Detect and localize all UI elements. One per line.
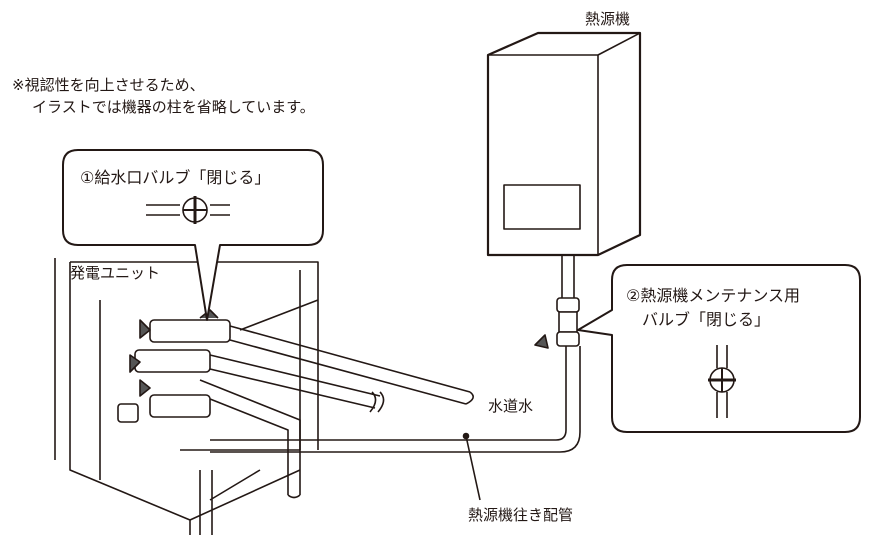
callout-1-bubble (62, 149, 324, 321)
callout-2-bubble (577, 264, 861, 433)
pipe-leader-line (465, 435, 481, 501)
heat-source-unit (486, 31, 642, 257)
note-line-2: イラストでは機器の柱を省略しています。 (32, 98, 315, 116)
pipe-label: 熱源機往き配管 (468, 506, 574, 524)
closed-valve-symbol-horizontal (146, 196, 230, 224)
unit-label: 発電ユニット (70, 264, 161, 282)
water-label: 水道水 (488, 397, 534, 415)
closed-valve-symbol-vertical (708, 345, 736, 418)
power-generation-unit (54, 258, 319, 535)
callout-2-line-1: ②熱源機メンテナンス用 (626, 286, 801, 305)
pipe-leader-dot (462, 432, 470, 440)
callout-1-label: ①給水口バルブ「閉じる」 (80, 168, 271, 187)
heater-pipes (210, 255, 581, 453)
callout-2-line-2: バルブ「閉じる」 (642, 310, 771, 329)
heater-label: 熱源機 (585, 10, 631, 28)
note-line-1: ※視認性を向上させるため、 (12, 76, 205, 94)
horizontal-pipes (199, 325, 474, 499)
